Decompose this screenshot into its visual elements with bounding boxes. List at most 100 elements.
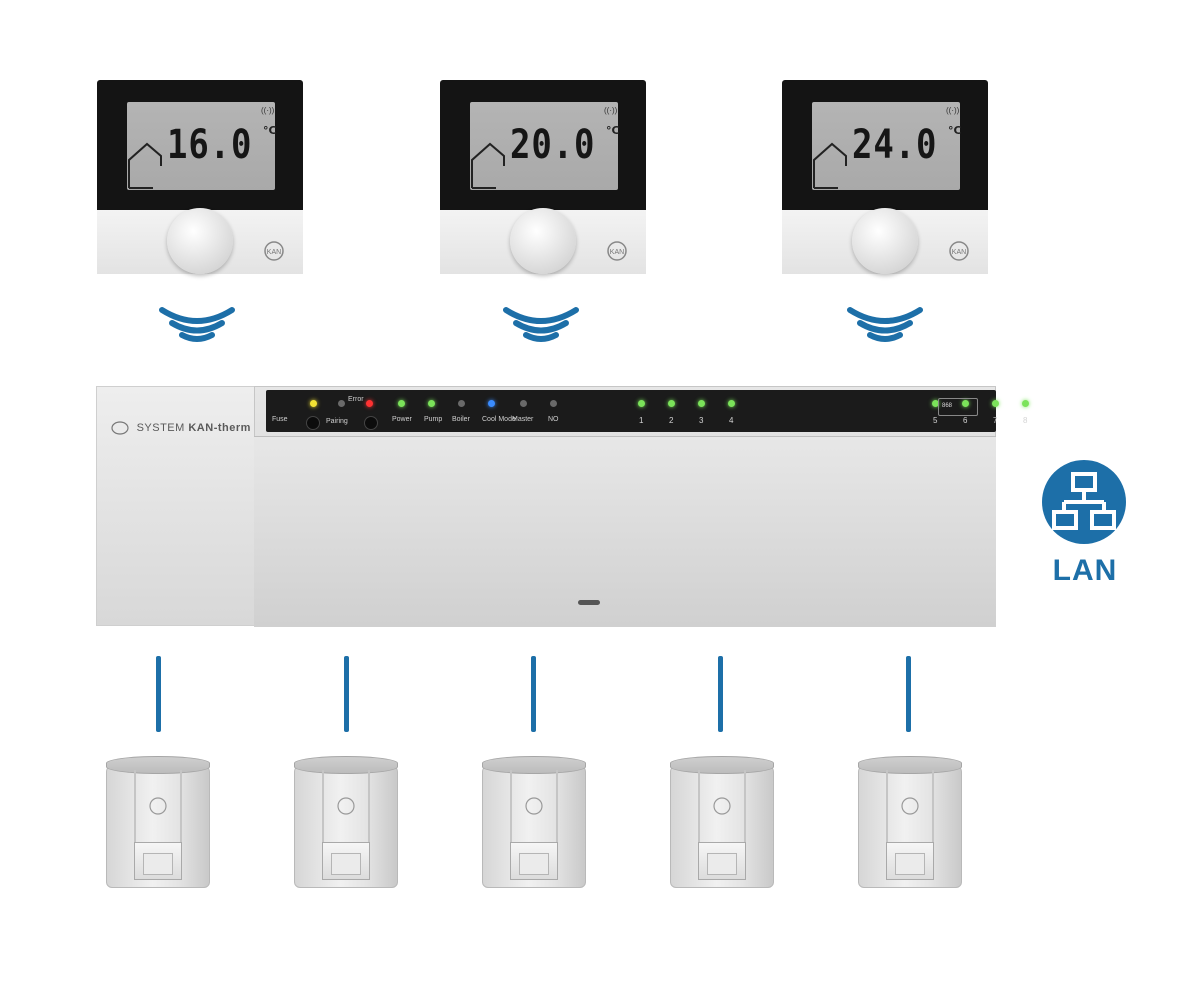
actuator-indicator-window [886,842,934,880]
svg-text:KAN: KAN [267,249,281,256]
led-pairing [366,400,373,407]
wire-4 [718,656,723,732]
actuator-indicator [895,853,925,875]
kan-logo-icon [525,797,543,815]
actuator-ridge [322,770,324,880]
wireless-indicator-icon: ((·)) [604,106,618,115]
led-zone-3 [698,400,705,407]
led-zone-4 [728,400,735,407]
led-label-master: Master [512,416,534,423]
zone-label-4: 4 [729,416,734,425]
led-zone-2 [668,400,675,407]
wireless-controller: SYSTEM KAN-therm Fuse Error Pairing Powe… [96,386,1029,627]
led-zone-5 [932,400,939,407]
house-icon [471,142,505,189]
actuator-indicator [143,853,173,875]
svg-text:KAN: KAN [952,249,966,256]
temperature-readout: 20.0 [510,122,596,168]
led-power [398,400,405,407]
actuator-cap [670,756,774,774]
led-pump [428,400,435,407]
actuator-ridge [932,770,934,880]
thermostat-knob[interactable] [510,208,576,274]
actuator-indicator-window [510,842,558,880]
network-lan-icon [1042,460,1126,544]
actuator-indicator [519,853,549,875]
led-label-power: Power [392,416,412,423]
actuator-indicator-window [322,842,370,880]
actuator-ridge [886,770,888,880]
pairing-button-right[interactable] [364,416,378,430]
kan-logo-icon [901,797,919,815]
brand-prefix: SYSTEM [136,421,185,434]
controller-side-panel: SYSTEM KAN-therm [96,386,256,626]
kan-logo-icon [149,797,167,815]
led-label-boiler: Boiler [452,416,470,423]
actuator-ridge [368,770,370,880]
wireless-signal-icon [503,307,579,342]
actuator-ridge [744,770,746,880]
led-label-fuse: Fuse [272,416,288,423]
actuator-ridge [510,770,512,880]
controller-cover[interactable] [254,436,996,627]
actuator-ridge [556,770,558,880]
house-icon [128,142,162,189]
led-master [520,400,527,407]
temperature-unit: °C [948,124,962,137]
thermostat-2: ((·)) 20.0 °C KAN [440,80,646,274]
led-zone-7 [992,400,999,407]
controller-brand: SYSTEM KAN-therm [111,421,251,435]
temperature-readout: 16.0 [167,122,253,168]
actuator-cap [858,756,962,774]
led-label-error: Error [348,396,364,403]
actuator-5 [858,756,962,888]
led-label-no: NO [548,416,559,423]
zone-label-2: 2 [669,416,674,425]
lan-label: LAN [1052,554,1118,587]
led-zone-6 [962,400,969,407]
pairing-button-left[interactable] [306,416,320,430]
led-label-cool-mode: Cool Mode [482,416,516,423]
led-boiler [458,400,465,407]
thermostat-display: ((·)) 24.0 °C [812,102,962,190]
wireless-signal-icon [159,307,235,342]
zone-label-5: 5 [933,416,938,425]
temperature-readout: 24.0 [852,122,938,168]
actuator-3 [482,756,586,888]
frequency-badge: 868 [938,398,978,416]
wireless-indicator-icon: ((·)) [261,106,275,115]
kan-logo-icon [713,797,731,815]
wireless-signal-icon [847,307,923,342]
temperature-unit: °C [606,124,620,137]
actuator-2 [294,756,398,888]
temperature-unit: °C [263,124,277,137]
led-label-pairing: Pairing [326,418,348,425]
zone-label-3: 3 [699,416,704,425]
led-label-pump: Pump [424,416,443,423]
led-fuse [310,400,317,407]
actuator-ridge [134,770,136,880]
thermostat-1: ((·)) 16.0 °C KAN [97,80,303,274]
svg-text:KAN: KAN [610,249,624,256]
wireless-indicator-icon: ((·)) [946,106,960,115]
cover-handle[interactable] [578,600,600,605]
actuator-indicator-window [698,842,746,880]
actuator-indicator [331,853,361,875]
led-error [338,400,345,407]
house-icon [813,142,847,189]
kan-logo-icon: KAN [607,241,627,261]
kan-logo-icon: KAN [949,241,969,261]
actuator-ridge [698,770,700,880]
actuator-4 [670,756,774,888]
wire-5 [906,656,911,732]
kan-logo-icon [111,421,129,435]
zone-label-1: 1 [639,416,644,425]
thermostat-knob[interactable] [852,208,918,274]
led-zone-1 [638,400,645,407]
actuator-indicator-window [134,842,182,880]
led-zone-8 [1022,400,1029,407]
kan-logo-icon [337,797,355,815]
actuator-ridge [180,770,182,880]
thermostat-knob[interactable] [167,208,233,274]
zone-label-7: 7 [993,416,998,425]
